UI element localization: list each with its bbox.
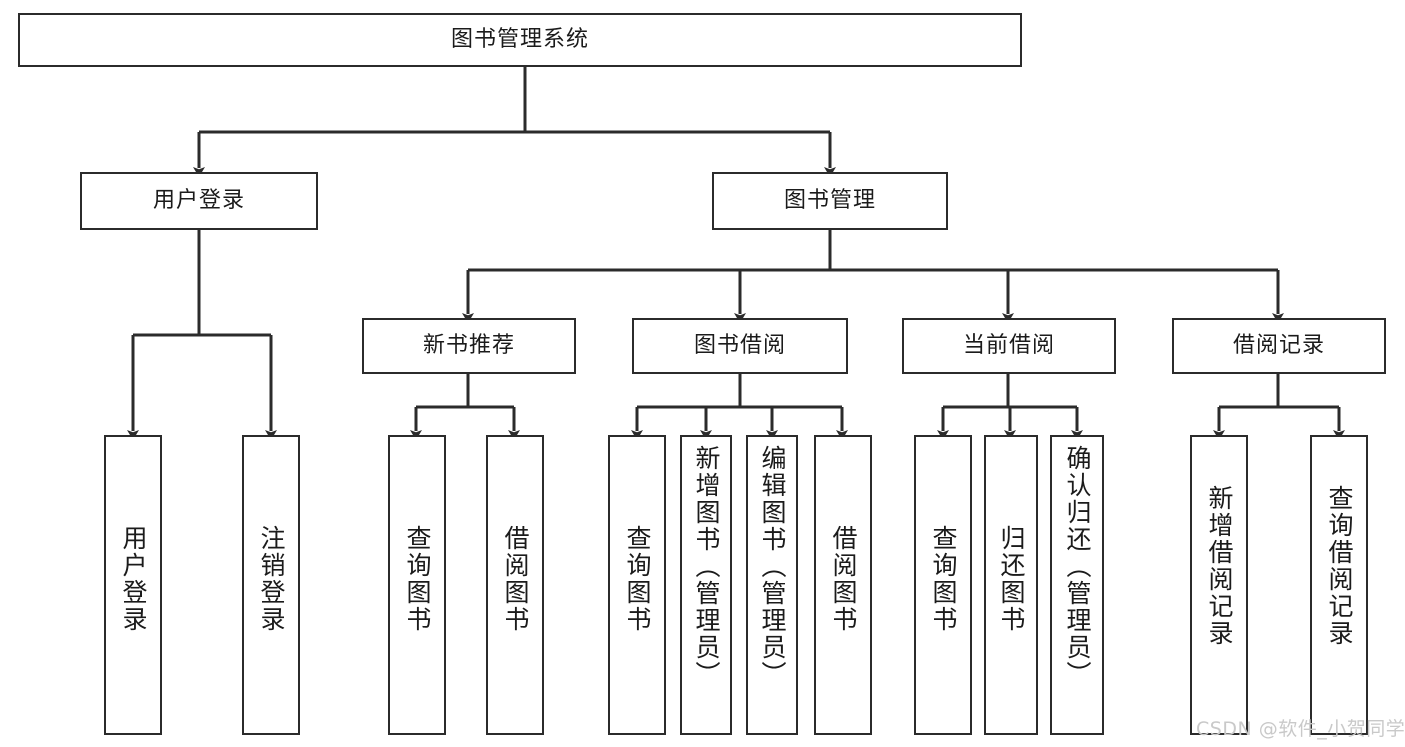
node-leaf-add-book-admin[interactable]: 新增图书（管理员） <box>680 435 732 735</box>
node-label: 新书推荐 <box>422 332 515 358</box>
node-label: 借阅图书 <box>501 525 530 633</box>
node-new-book-recommend[interactable]: 新书推荐 <box>362 318 576 374</box>
node-label: 注销登录 <box>257 525 286 633</box>
node-book-manage[interactable]: 图书管理 <box>712 172 948 230</box>
node-user-login[interactable]: 用户登录 <box>80 172 318 230</box>
node-label: 归还图书 <box>997 525 1026 633</box>
node-label: 借阅记录 <box>1232 332 1325 358</box>
node-label: 编辑图书（管理员） <box>758 445 787 688</box>
node-leaf-confirm-return-admin[interactable]: 确认归还（管理员） <box>1050 435 1104 735</box>
node-label: 图书管理 <box>783 187 876 213</box>
node-leaf-return-book[interactable]: 归还图书 <box>984 435 1038 735</box>
node-book-borrow[interactable]: 图书借阅 <box>632 318 848 374</box>
node-label: 新增图书（管理员） <box>692 445 721 688</box>
node-borrow-record[interactable]: 借阅记录 <box>1172 318 1386 374</box>
node-leaf-user-logout[interactable]: 注销登录 <box>242 435 300 735</box>
node-label: 用户登录 <box>152 187 245 213</box>
node-label: 借阅图书 <box>829 525 858 633</box>
node-leaf-borrow-book-rec[interactable]: 借阅图书 <box>486 435 544 735</box>
node-leaf-query-book-borrow[interactable]: 查询图书 <box>608 435 666 735</box>
node-leaf-edit-book-admin[interactable]: 编辑图书（管理员） <box>746 435 798 735</box>
node-leaf-query-book-current[interactable]: 查询图书 <box>914 435 972 735</box>
node-leaf-borrow-book-borrow[interactable]: 借阅图书 <box>814 435 872 735</box>
node-leaf-user-login[interactable]: 用户登录 <box>104 435 162 735</box>
node-label: 查询图书 <box>929 525 958 633</box>
node-label: 图书管理系统 <box>450 26 589 52</box>
csdn-watermark: CSDN @软件_小贺同学 <box>1196 718 1405 740</box>
node-leaf-query-borrow-record[interactable]: 查询借阅记录 <box>1310 435 1368 735</box>
node-root[interactable]: 图书管理系统 <box>18 13 1022 67</box>
node-label: 查询图书 <box>403 525 432 633</box>
node-label: 查询借阅记录 <box>1325 485 1354 647</box>
node-label: 图书借阅 <box>693 332 786 358</box>
node-leaf-add-borrow-record[interactable]: 新增借阅记录 <box>1190 435 1248 735</box>
node-label: 确认归还（管理员） <box>1063 445 1092 688</box>
node-label: 当前借阅 <box>962 332 1055 358</box>
node-label: 查询图书 <box>623 525 652 633</box>
node-label: 新增借阅记录 <box>1205 485 1234 647</box>
node-label: 用户登录 <box>119 525 148 633</box>
node-leaf-query-book-rec[interactable]: 查询图书 <box>388 435 446 735</box>
node-current-borrow[interactable]: 当前借阅 <box>902 318 1116 374</box>
